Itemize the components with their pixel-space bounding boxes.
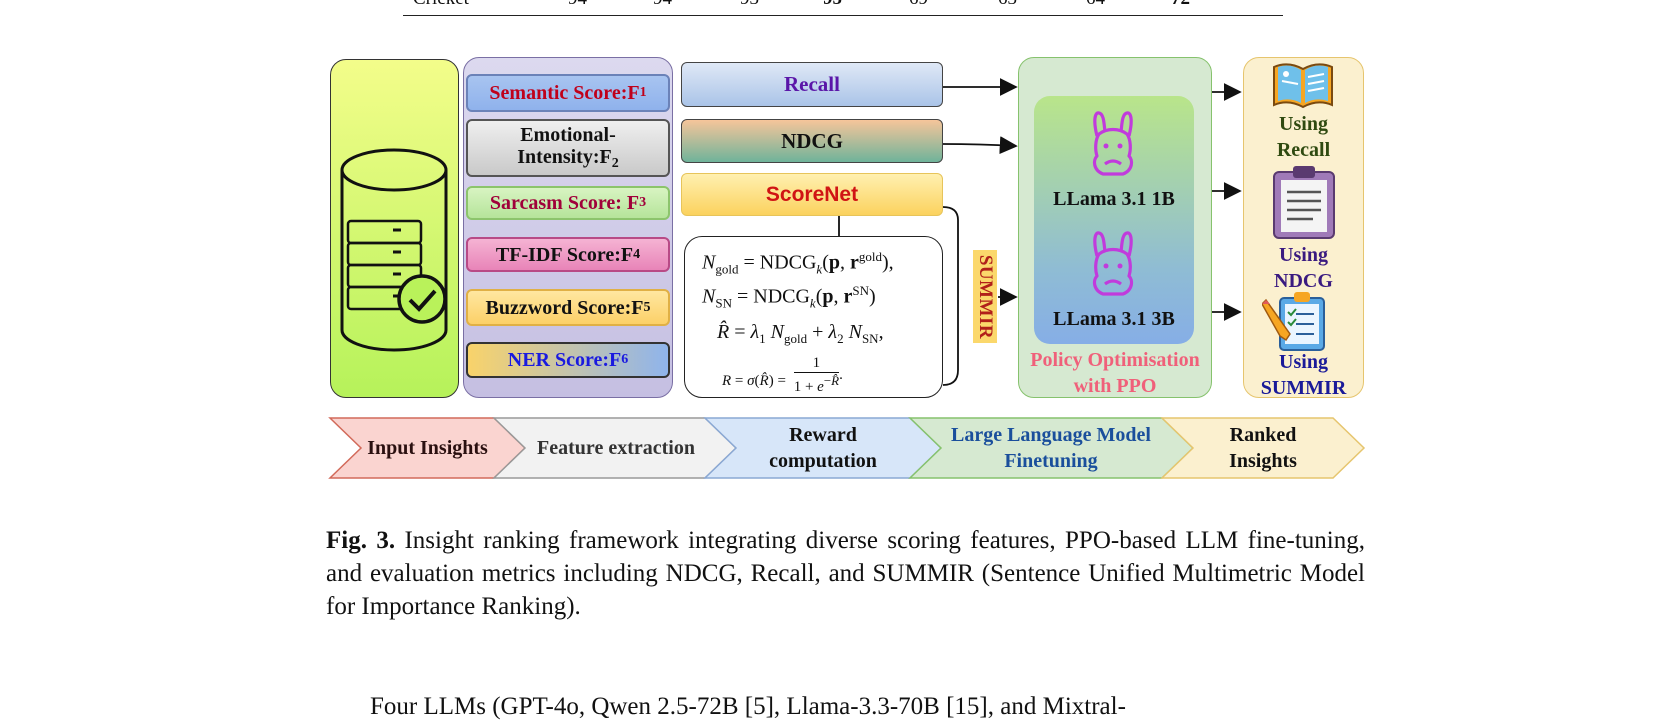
table-cell: 64 [1086,0,1105,10]
stage-feature-extraction: Feature extraction [537,437,695,459]
caption-label: Fig. 3. [326,527,396,554]
table-cell: 95 [823,0,842,10]
ranked-ndcg-label: Using NDCG [1274,244,1333,292]
formula-r-hat: R̂ = λ1 Ngold + λ2 NSN, [717,321,884,346]
stage-reward-computation: Reward computation [769,424,877,472]
reward-formula-box: Ngold = NDCGk(p, rgold), NSN = NDCGk(p, … [684,236,943,398]
ppo-label: Policy Optimisation with PPO [1030,349,1200,397]
feature-extraction-panel [463,57,673,398]
sarcasm-score-label: Sarcasm Score: F [489,192,640,214]
llama-3b-label: LLama 3.1 3B [1053,308,1175,330]
recall-box: Recall [681,62,943,107]
checklist-pencil-icon [1262,292,1325,351]
llama-icon [1092,231,1134,296]
semantic-score-label: Semantic Score:F [489,82,640,104]
caption-text: Insight ranking framework integrating di… [326,527,1365,620]
table-row-label: Cricket [413,0,469,10]
table-bottom-rule [403,15,1283,17]
ndcg-box: NDCG [681,119,943,163]
table-cell: 93 [740,0,759,10]
formula-sigmoid: R = σ(R̂) = 1 1 + e−R̂ . [722,355,843,395]
scorenet-box: ScoreNet [681,173,943,216]
database-check-icon [340,148,448,352]
emotional-intensity-box: Emotional- Intensity:F2 [466,119,670,177]
formula-n-sn: NSN = NDCGk(p, rSN) [702,283,876,311]
tfidf-score-label: TF-IDF Score:F [495,243,634,266]
emotional-intensity-line1: Emotional- [520,124,616,147]
table-cell: 69 [909,0,928,10]
ranked-summir-label: Using SUMMIR [1260,351,1347,399]
formula-n-gold: Ngold = NDCGk(p, rgold), [702,249,894,277]
llama-1b-label: LLama 3.1 1B [1053,188,1175,210]
figure-caption: Fig. 3. Insight ranking framework integr… [326,524,1365,623]
ranked-recall-label: Using Recall [1276,113,1331,161]
llm-models-box [1034,96,1194,344]
summir-tag: SUMMIR [973,250,997,343]
clipboard-icon [1273,166,1335,239]
llama-icon [1092,111,1134,176]
stage-llm-finetuning: Large Language Model Finetuning [951,424,1151,472]
buzzword-score-label: Buzzword Score:F [485,296,644,319]
ndcg-label: NDCG [781,128,843,153]
body-paragraph: Four LLMs (GPT-4o, Qwen 2.5-72B [5], Lla… [370,693,1126,720]
scorenet-label: ScoreNet [765,182,859,206]
ner-score-label: NER Score:F [507,349,622,371]
stage-ranked-insights: Ranked Insights [1229,424,1297,472]
recall-label: Recall [784,72,840,96]
table-row: Cricket 94 94 93 95 69 63 64 72 [403,0,1283,16]
table-cell: 94 [653,0,672,10]
table-cell: 94 [568,0,587,10]
table-cell: 72 [1171,0,1190,10]
table-cell: 63 [998,0,1017,10]
emotional-intensity-line2: Intensity:F [517,146,612,169]
open-book-icon [1273,63,1333,109]
stage-input-insights: Input Insights [367,437,488,459]
